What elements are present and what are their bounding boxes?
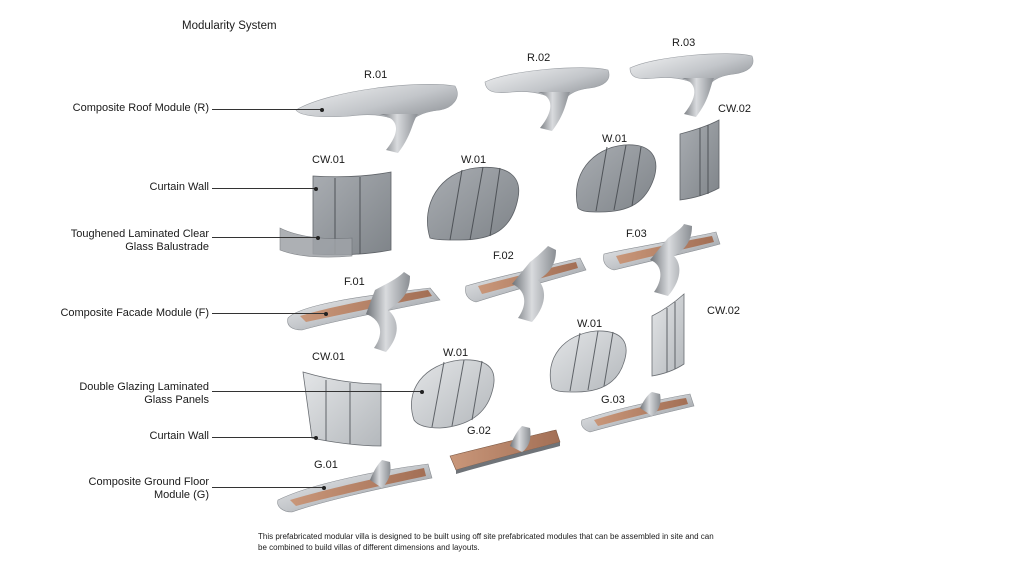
code-w01-lower-b: W.01: [577, 318, 603, 330]
roof-module-r01: [295, 84, 458, 153]
leader-dot-ground: [322, 486, 326, 490]
code-f02: F.02: [493, 250, 514, 262]
leader-ground: [212, 487, 324, 488]
code-w01-lower-a: W.01: [443, 347, 469, 359]
ground-module-g02: [449, 426, 561, 474]
leader-dot-roof: [320, 108, 324, 112]
leader-dot-facade: [324, 312, 328, 316]
curtain-wall-cw01-upper: [279, 171, 392, 258]
code-cw02-lower: CW.02: [707, 305, 741, 317]
ground-module-g03: [581, 392, 695, 433]
caption: This prefabricated modular villa is desi…: [258, 531, 714, 553]
leader-dot-balustrade: [316, 236, 320, 240]
code-g03: G.03: [601, 394, 625, 406]
window-w01-lower-a: [411, 359, 495, 429]
leader-curtain-wall-upper: [212, 188, 316, 189]
label-glass-balustrade-line1: Toughened Laminated Clear: [70, 228, 209, 240]
leader-balustrade: [212, 237, 318, 238]
code-g01: G.01: [314, 459, 338, 471]
leader-facade: [212, 313, 326, 314]
facade-module-f01: [287, 272, 441, 352]
label-double-glazing-line2: Glass Panels: [144, 394, 209, 406]
leader-double-glazing: [212, 391, 422, 392]
curtain-wall-cw01-lower: [302, 371, 382, 447]
window-w01-upper-a: [427, 166, 520, 241]
facade-module-f03: [603, 224, 721, 296]
label-composite-roof-module: Composite Roof Module (R): [72, 102, 209, 114]
code-w01-upper-b: W.01: [602, 133, 628, 145]
label-double-glazing-line1: Double Glazing Laminated: [79, 381, 209, 393]
code-g02: G.02: [467, 425, 491, 437]
window-w01-upper-b: [576, 144, 657, 213]
roof-module-r02: [484, 67, 610, 131]
roof-module-r03: [629, 53, 754, 117]
label-glass-balustrade-line2: Glass Balustrade: [125, 241, 209, 253]
curtain-wall-cw02-lower: [651, 293, 685, 377]
label-double-glazing: Double Glazing Laminated Glass Panels: [79, 381, 209, 407]
facade-module-f02: [465, 246, 587, 322]
window-w01-lower-b: [550, 330, 627, 393]
label-ground-line1: Composite Ground Floor: [88, 476, 209, 488]
code-r01: R.01: [364, 69, 388, 81]
leader-dot-double-glazing: [420, 390, 424, 394]
curtain-wall-cw02-upper: [679, 119, 720, 201]
leader-dot-curtain-wall-upper: [314, 187, 318, 191]
label-ground-line2: Module (G): [153, 489, 209, 501]
code-f01: F.01: [344, 276, 365, 288]
label-composite-ground-floor-module: Composite Ground Floor Module (G): [89, 476, 209, 502]
leader-dot-curtain-wall-lower: [314, 436, 318, 440]
code-r03: R.03: [672, 37, 696, 49]
code-cw01-upper: CW.01: [312, 154, 346, 166]
leader-roof: [212, 109, 322, 110]
code-r02: R.02: [527, 52, 551, 64]
ground-module-g01: [277, 460, 433, 513]
label-glass-balustrade: Toughened Laminated Clear Glass Balustra…: [71, 228, 209, 254]
label-curtain-wall-upper: Curtain Wall: [149, 181, 210, 193]
label-composite-facade-module: Composite Facade Module (F): [60, 307, 209, 319]
code-cw01-lower: CW.01: [312, 351, 346, 363]
leader-curtain-wall-lower: [212, 437, 316, 438]
label-curtain-wall-lower: Curtain Wall: [149, 430, 210, 442]
code-w01-upper-a: W.01: [461, 154, 487, 166]
code-cw02-upper: CW.02: [718, 103, 752, 115]
diagram-title: Modularity System: [182, 20, 277, 32]
caption-line1: This prefabricated modular villa is desi…: [258, 532, 714, 541]
caption-line2: be combined to build villas of different…: [258, 543, 480, 552]
code-f03: F.03: [626, 228, 647, 240]
